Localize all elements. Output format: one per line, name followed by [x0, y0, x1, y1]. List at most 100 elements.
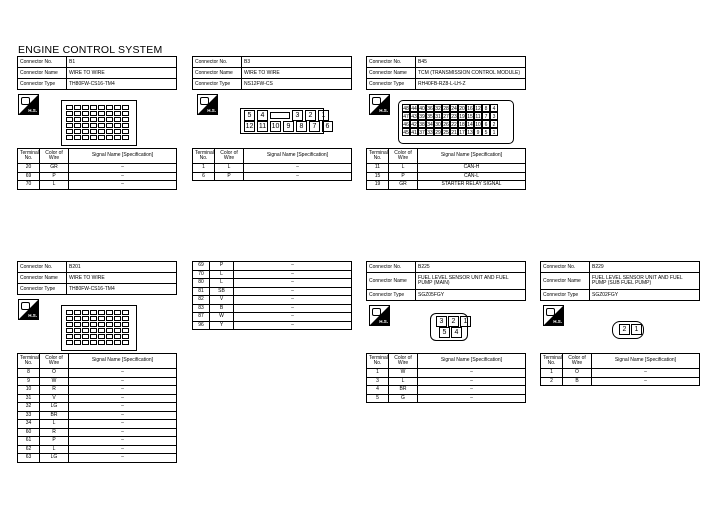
pin-6: 6	[482, 120, 490, 128]
pin-1: 1	[460, 316, 471, 327]
connector-no-label: Connector No.	[366, 56, 416, 68]
signal-name: –	[68, 444, 177, 454]
connector-no-label: Connector No.	[17, 56, 67, 68]
terminal-no: 33	[17, 410, 40, 420]
signal-header: Signal Name [Specification]	[417, 148, 526, 164]
pin-10: 10	[270, 121, 281, 132]
pin-14: 14	[466, 120, 474, 128]
pin-38: 38	[418, 120, 426, 128]
pin-5: 5	[482, 128, 490, 136]
connector-no-label: Connector No.	[17, 261, 67, 273]
terminal-no: 8	[17, 368, 40, 378]
pin-48: 48	[402, 104, 410, 112]
connector-face-diagram	[61, 305, 137, 351]
pin-5: 5	[439, 327, 450, 338]
pin-23: 23	[450, 112, 458, 120]
wire-color: L	[39, 419, 69, 429]
connector-type-label: Connector Type	[17, 78, 67, 90]
connector-face-diagram: 5 4 3 2 1 12 11 10 9 8 7 6	[240, 108, 333, 134]
pin-24: 24	[450, 104, 458, 112]
connector-no-value: B3	[241, 56, 352, 68]
pin-2: 2	[305, 110, 316, 121]
terminal-no: 60	[17, 427, 40, 437]
signal-name: –	[68, 436, 177, 446]
pin-9: 9	[283, 121, 294, 132]
connector-type-label: Connector Type	[540, 289, 590, 301]
terminal-no: 9	[17, 376, 40, 386]
pin-12: 12	[244, 121, 255, 132]
connector-name-value: TCM (TRANSMISSION CONTROL MODULE)	[415, 67, 526, 79]
pin-4: 4	[490, 104, 498, 112]
terminal-no: 10	[17, 385, 40, 395]
pin-19: 19	[458, 112, 466, 120]
pin-41: 41	[410, 128, 418, 136]
wire-color: W	[209, 312, 234, 322]
connector-name-label: Connector Name	[17, 67, 67, 79]
terminal-no: 96	[192, 320, 210, 330]
signal-name: –	[68, 402, 177, 412]
pin-grid	[66, 105, 129, 140]
pin-9: 9	[474, 128, 482, 136]
wire-color: BR	[39, 410, 69, 420]
pin-3: 3	[490, 112, 498, 120]
wire-color: L	[209, 269, 234, 279]
signal-header: Signal Name [Specification]	[591, 353, 700, 369]
signal-name: –	[68, 427, 177, 437]
connector-no-value: B225	[415, 261, 526, 273]
pin-4: 4	[451, 327, 462, 338]
connector-no-label: Connector No.	[540, 261, 590, 273]
wire-color: B	[209, 303, 234, 313]
connector-no-value: B45	[415, 56, 526, 68]
terminal-no: 63	[17, 453, 40, 463]
pin-grid	[66, 310, 129, 345]
pin-20: 20	[458, 104, 466, 112]
connector-type-value: RH40FB-RZ8-L-LH-Z	[415, 78, 526, 90]
pin-10: 10	[474, 120, 482, 128]
pin-11: 11	[257, 121, 268, 132]
terminal-no: 80	[192, 278, 210, 288]
signal-name: –	[68, 419, 177, 429]
color-header: Color of Wire	[388, 353, 418, 369]
terminal-no: 70	[192, 269, 210, 279]
pin-3: 3	[436, 316, 447, 327]
terminal-no: 81	[192, 286, 210, 296]
terminal-no-header: Terminal No.	[540, 353, 563, 369]
connector-no-value: B1	[66, 56, 177, 68]
terminal-no-header: Terminal No.	[366, 353, 389, 369]
signal-name: –	[68, 376, 177, 386]
connector-name-label: Connector Name	[366, 272, 416, 290]
hs-icon: H.S.	[18, 94, 39, 115]
wire-color: R	[39, 427, 69, 437]
connector-name-label: Connector Name	[192, 67, 242, 79]
pin-31: 31	[434, 112, 442, 120]
pin-17: 17	[458, 128, 466, 136]
signal-name: –	[233, 269, 352, 279]
wire-color: R	[39, 385, 69, 395]
pin-39: 39	[418, 112, 426, 120]
connector-no-value: B201	[66, 261, 177, 273]
pin-11: 11	[474, 112, 482, 120]
connector-no-label: Connector No.	[366, 261, 416, 273]
terminal-no: 31	[17, 393, 40, 403]
connector-type-label: Connector Type	[366, 78, 416, 90]
pin-46: 46	[402, 120, 410, 128]
